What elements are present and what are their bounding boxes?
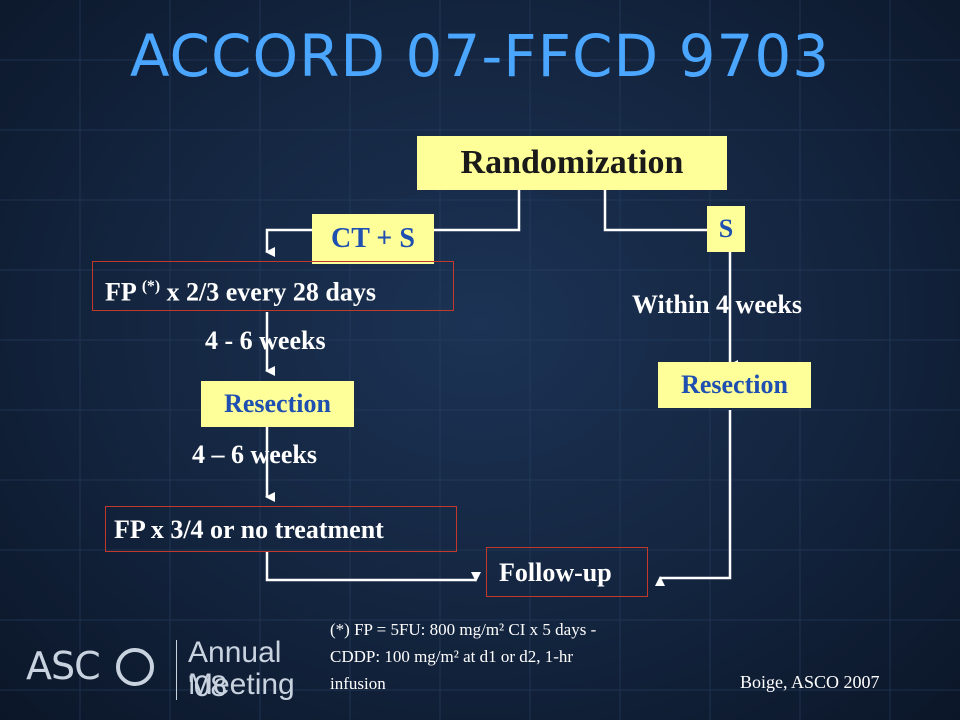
resection-left-box: Resection	[201, 381, 354, 427]
interval-1-label: 4 - 6 weeks	[205, 326, 326, 355]
asco-logo: ASC Annual '08 Meeting	[26, 636, 316, 706]
followup-label: Follow-up	[499, 558, 612, 587]
footnote: (*) FP = 5FU: 800 mg/m² CI x 5 days - CD…	[330, 616, 720, 697]
connector-resection-to-followup	[655, 410, 732, 586]
followup-box: Follow-up	[486, 547, 648, 597]
fp-induction-box: FP (*) x 2/3 every 28 days	[92, 261, 454, 311]
connector-fp-to-followup	[265, 552, 481, 582]
fp-adjuvant-label: FP x 3/4 or no treatment	[114, 515, 384, 544]
slide-title: ACCORD 07-FFCD 9703	[129, 22, 831, 90]
randomization-box: Randomization	[417, 136, 727, 190]
arm-s-label: S	[718, 214, 734, 243]
logo-annual: Annual '08	[188, 636, 282, 703]
logo-meeting: Meeting	[188, 668, 295, 701]
connector-rand-to-right	[603, 190, 738, 370]
logo-divider	[176, 640, 177, 700]
resection-right-box: Resection	[658, 362, 811, 408]
randomization-label: Randomization	[460, 144, 684, 181]
asco-wordmark: ASC	[26, 644, 101, 688]
fp-induction-base: FP	[105, 277, 142, 307]
within-weeks-label: Within 4 weeks	[632, 290, 802, 319]
citation: Boige, ASCO 2007	[740, 672, 880, 692]
footnote-line-2: CDDP: 100 mg/m² at d1 or d2, 1-hr	[330, 647, 574, 666]
resection-right-label: Resection	[681, 370, 788, 399]
resection-left-label: Resection	[224, 389, 331, 418]
arm-ct-s-label: CT + S	[331, 223, 415, 254]
interval-2-label: 4 – 6 weeks	[192, 440, 317, 469]
arm-s-box: S	[707, 206, 745, 252]
fp-footnote-marker: (*)	[141, 278, 161, 295]
fp-induction-rest: x 2/3 every 28 days	[160, 277, 376, 307]
footnote-line-1: (*) FP = 5FU: 800 mg/m² CI x 5 days -	[330, 620, 597, 639]
fp-adjuvant-box: FP x 3/4 or no treatment	[105, 506, 457, 552]
asco-globe-icon	[116, 648, 154, 686]
footnote-line-3: infusion	[330, 674, 386, 693]
arm-ct-s-box: CT + S	[312, 214, 434, 264]
